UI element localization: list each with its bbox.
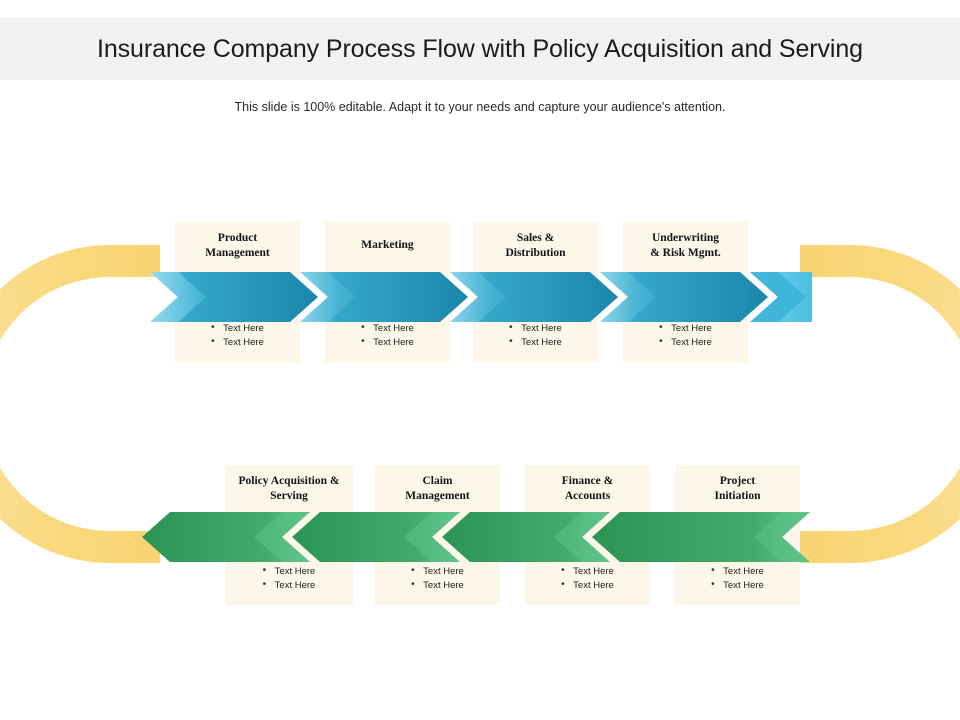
process-step-box[interactable]: Claim Management Text Here Text Here (375, 465, 500, 605)
step-title: Product Management (175, 231, 300, 261)
list-item: Text Here (361, 335, 414, 350)
step-bullets: Text Here Text Here (623, 321, 748, 350)
step-title-line2: Accounts (564, 490, 611, 502)
step-bullets: Text Here Text Here (375, 564, 500, 593)
step-bullets: Text Here Text Here (473, 321, 598, 350)
step-bullets: Text Here Text Here (225, 564, 353, 593)
step-bullets: Text Here Text Here (175, 321, 300, 350)
step-title: Claim Management (375, 474, 500, 504)
list-item: Text Here (659, 321, 712, 336)
list-item: Text Here (509, 321, 562, 336)
step-title-line1: Sales & (516, 232, 555, 244)
step-title-line2: Distribution (505, 247, 566, 259)
process-step-box[interactable]: Finance & Accounts Text Here Text Here (525, 465, 650, 605)
list-item: Text Here (411, 578, 464, 593)
step-title: Sales & Distribution (473, 231, 598, 261)
left-u-turn-ring (0, 245, 160, 563)
step-title-line1: Claim (422, 475, 453, 487)
list-item: Text Here (211, 321, 264, 336)
list-item: Text Here (711, 578, 764, 593)
step-title-line2: Management (405, 490, 470, 502)
list-item: Text Here (711, 564, 764, 579)
process-step-box[interactable]: Sales & Distribution Text Here Text Here (473, 222, 598, 362)
list-item: Text Here (561, 564, 614, 579)
step-title-line1: Marketing (361, 239, 414, 251)
process-step-box[interactable]: Project Initiation Text Here Text Here (675, 465, 800, 605)
list-item: Text Here (361, 321, 414, 336)
process-step-box[interactable]: Underwriting & Risk Mgmt. Text Here Text… (623, 222, 748, 362)
step-title-line2: Initiation (714, 490, 761, 502)
page-title: Insurance Company Process Flow with Poli… (97, 34, 863, 63)
step-title: Underwriting & Risk Mgmt. (623, 231, 748, 261)
list-item: Text Here (211, 335, 264, 350)
step-title-line2: & Risk Mgmt. (650, 247, 721, 259)
process-step-box[interactable]: Marketing Text Here Text Here (325, 222, 450, 362)
list-item: Text Here (509, 335, 562, 350)
list-item: Text Here (411, 564, 464, 579)
step-title-line2: Serving (270, 490, 308, 502)
list-item: Text Here (263, 564, 316, 579)
slide-subtitle: This slide is 100% editable. Adapt it to… (234, 100, 726, 114)
list-item: Text Here (561, 578, 614, 593)
step-title-line1: Underwriting (651, 232, 720, 244)
step-bullets: Text Here Text Here (675, 564, 800, 593)
step-title: Policy Acquisition & Serving (225, 474, 353, 504)
list-item: Text Here (659, 335, 712, 350)
step-title: Finance & Accounts (525, 474, 650, 504)
step-bullets: Text Here Text Here (325, 321, 450, 350)
step-title-line1: Policy Acquisition & (238, 475, 340, 487)
process-step-box[interactable]: Product Management Text Here Text Here (175, 222, 300, 362)
step-title: Marketing (325, 238, 450, 253)
step-title-line1: Project (719, 475, 756, 487)
process-step-box[interactable]: Policy Acquisition & Serving Text Here T… (225, 465, 353, 605)
header-band: Insurance Company Process Flow with Poli… (0, 18, 960, 80)
step-title-line1: Product (217, 232, 258, 244)
step-title-line2: Management (205, 247, 270, 259)
list-item: Text Here (263, 578, 316, 593)
step-title-line1: Finance & (561, 475, 614, 487)
step-bullets: Text Here Text Here (525, 564, 650, 593)
step-title: Project Initiation (675, 474, 800, 504)
right-u-turn-ring (800, 245, 960, 563)
